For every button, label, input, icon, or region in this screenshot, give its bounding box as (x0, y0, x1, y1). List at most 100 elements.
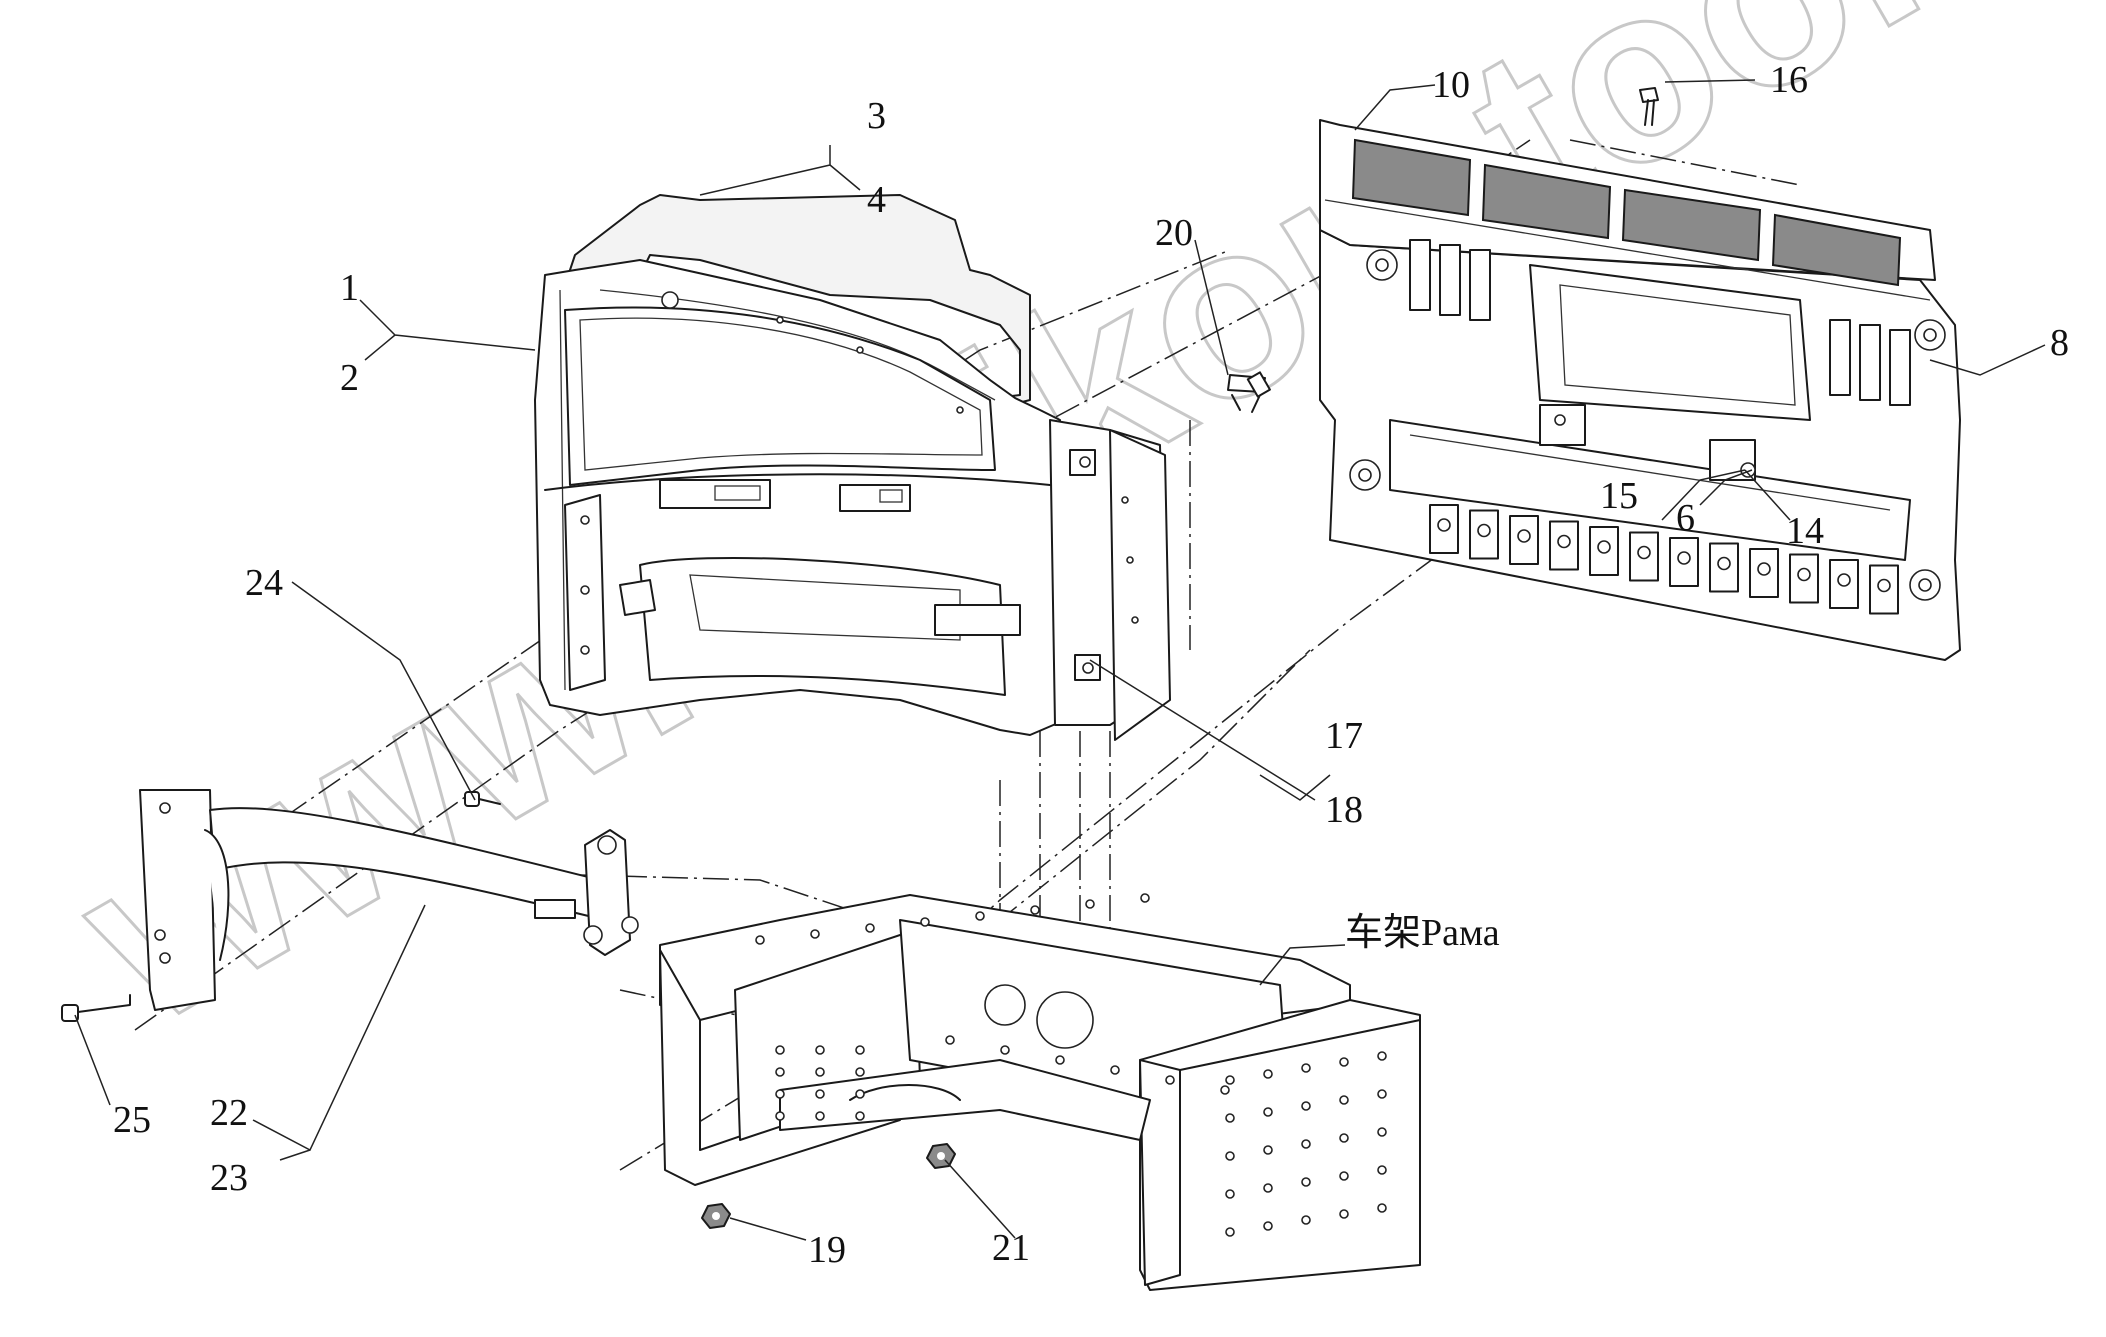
bolt-25 (61, 994, 131, 1022)
frame-hole (1339, 1095, 1349, 1105)
clip-hole (1757, 562, 1771, 576)
callout-20: 20 (1155, 212, 1193, 254)
nut-21 (926, 1143, 956, 1169)
clip-hole (1797, 567, 1811, 582)
frame-hole (1339, 1171, 1349, 1181)
frame-hole (1225, 1075, 1235, 1085)
callout-10: 10 (1432, 64, 1470, 106)
clip-tab (1469, 509, 1499, 560)
callout-24: 24 (245, 562, 283, 604)
callout-18: 18 (1325, 789, 1363, 831)
frame-hole (920, 917, 930, 927)
callout-25: 25 (113, 1099, 151, 1141)
frame-hole (1110, 1065, 1120, 1075)
side-clips-right (1829, 319, 1911, 406)
frame-hole (855, 1067, 865, 1077)
frame-hole (855, 1111, 865, 1121)
nut-19 (701, 1203, 731, 1229)
clip-hole (1477, 523, 1491, 538)
frame-hole (855, 1089, 865, 1099)
frame-hole (1377, 1089, 1387, 1099)
callout-15: 15 (1600, 475, 1638, 517)
clip-tab (1869, 564, 1899, 615)
callout-4: 4 (867, 179, 886, 221)
clip-hole (1637, 545, 1651, 560)
callout-17: 17 (1325, 715, 1363, 757)
callout-8: 8 (2050, 322, 2069, 364)
pin-16 (1639, 87, 1659, 126)
clip-hole (1677, 551, 1691, 565)
frame-hole (1225, 1113, 1235, 1123)
callout-frame: 车架Рама (1345, 912, 1500, 954)
support-arm-assembly (139, 789, 639, 1011)
side-clips-left (1409, 239, 1491, 321)
callout-16: 16 (1770, 59, 1808, 101)
frame-hole (1377, 1203, 1387, 1213)
frame-hole (1339, 1057, 1349, 1067)
clip-hole (1437, 518, 1451, 532)
callout-14: 14 (1786, 510, 1824, 552)
frame-hole (1165, 1075, 1175, 1085)
frame-hole (1085, 899, 1095, 909)
frame-hole (1225, 1227, 1235, 1237)
fender-assembly (534, 194, 1171, 741)
callout-labels: 1 2 3 4 10 16 20 8 15 6 14 17 18 24 25 2… (113, 59, 2069, 1271)
callout-2: 2 (340, 357, 359, 399)
clip-hole (1877, 578, 1891, 593)
frame-hole (1000, 1045, 1010, 1055)
bolt-24 (464, 791, 501, 807)
frame-hole (775, 1089, 785, 1099)
frame-hole (815, 1111, 825, 1121)
callout-21: 21 (992, 1227, 1030, 1269)
frame-hole (855, 1045, 865, 1055)
frame-hole (1301, 1139, 1311, 1149)
grille-mesh-1 (1351, 138, 1472, 217)
frame-hole (775, 1045, 785, 1055)
frame-hole (810, 929, 820, 939)
frame-hole (1377, 1051, 1387, 1061)
frame-hole (1339, 1133, 1349, 1143)
callout-1: 1 (340, 267, 359, 309)
bolt-20 (1227, 371, 1271, 413)
grille-mesh-3 (1621, 188, 1762, 262)
frame-hole (975, 911, 985, 921)
frame-hole (1377, 1165, 1387, 1175)
rear-panel-assembly (1319, 119, 1961, 661)
frame-hole (1140, 893, 1150, 903)
frame-hole (775, 1067, 785, 1077)
frame-hole (1301, 1063, 1311, 1073)
grille-mesh-4 (1771, 213, 1902, 287)
frame-hole (1301, 1215, 1311, 1225)
clip-hole (1597, 540, 1611, 554)
clip-tab (1429, 504, 1459, 554)
callout-23: 23 (210, 1157, 248, 1199)
frame-hole (1263, 1069, 1273, 1079)
frame-hole (1220, 1085, 1230, 1095)
frame-hole (1263, 1221, 1273, 1231)
clip-hole (1717, 556, 1731, 571)
frame-hole (945, 1035, 955, 1045)
frame-hole (1377, 1127, 1387, 1137)
frame-hole (1301, 1101, 1311, 1111)
frame-hole (815, 1067, 825, 1077)
frame-hole (865, 923, 875, 933)
callout-3: 3 (867, 95, 886, 137)
frame-hole (755, 935, 765, 945)
frame-hole (815, 1089, 825, 1099)
frame-hole (1030, 905, 1040, 915)
grille-mesh-2 (1481, 163, 1612, 240)
clip-hole (1837, 573, 1851, 587)
frame-hole (1339, 1209, 1349, 1219)
frame-hole (775, 1111, 785, 1121)
callout-22: 22 (210, 1092, 248, 1134)
clip-hole (1517, 529, 1531, 543)
clip-hole (1557, 534, 1571, 549)
bottom-clip-row (1429, 504, 1899, 615)
callout-6: 6 (1676, 497, 1695, 539)
frame-hole (1225, 1189, 1235, 1199)
frame-hole (1263, 1145, 1273, 1155)
clip-tab (1509, 515, 1539, 565)
frame-hole (1225, 1151, 1235, 1161)
